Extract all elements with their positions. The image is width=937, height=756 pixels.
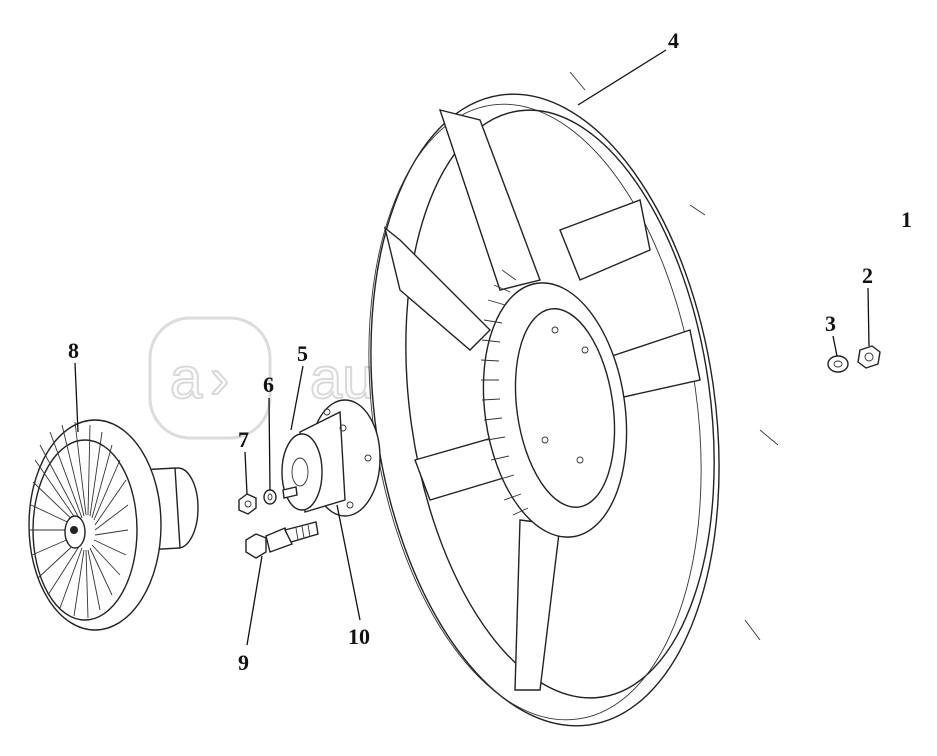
clutch-fins <box>30 421 129 619</box>
bolt-part-9 <box>245 521 319 559</box>
fan-blade <box>383 226 491 351</box>
callout-5: 5 <box>297 341 308 366</box>
leader-line-7 <box>244 451 248 495</box>
fan-assembly <box>368 71 779 727</box>
fan-blade <box>559 199 651 281</box>
leader-line-10 <box>336 504 361 621</box>
callout-9: 9 <box>238 650 249 675</box>
leader-line-2 <box>867 287 870 347</box>
fan-blade <box>438 109 541 291</box>
callout-6: 6 <box>263 372 274 397</box>
fan-adapter-part-10 <box>281 399 381 517</box>
leader-line-6 <box>268 397 271 491</box>
nut-part-7 <box>238 493 257 515</box>
callout-1: 1 <box>901 207 912 232</box>
leader-line-8 <box>74 362 79 433</box>
fan-hub-inner <box>514 308 616 508</box>
leader-line-4 <box>577 49 667 106</box>
viscous-clutch-part-8 <box>28 419 199 631</box>
callout-labels: 1 2 3 4 5 6 7 8 9 10 <box>68 28 912 675</box>
callout-4: 4 <box>668 28 679 53</box>
washer-part-3 <box>827 355 849 373</box>
fan-hub-teeth <box>480 269 529 516</box>
callout-8: 8 <box>68 338 79 363</box>
leader-line-3 <box>832 335 838 357</box>
callout-10: 10 <box>348 624 370 649</box>
watermark-arrow-icon: › <box>210 346 229 411</box>
adapter-face <box>281 433 323 511</box>
watermark-logo-frame <box>148 316 272 440</box>
watermark-logo-letter: a <box>170 346 203 411</box>
callout-3: 3 <box>825 311 836 336</box>
washer-part-6 <box>263 486 298 505</box>
nut-part-2 <box>857 345 881 369</box>
leader-line-9 <box>246 555 263 646</box>
callout-7: 7 <box>238 427 249 452</box>
leader-lines <box>74 49 870 646</box>
callout-2: 2 <box>862 263 873 288</box>
leader-line-5 <box>290 365 304 431</box>
